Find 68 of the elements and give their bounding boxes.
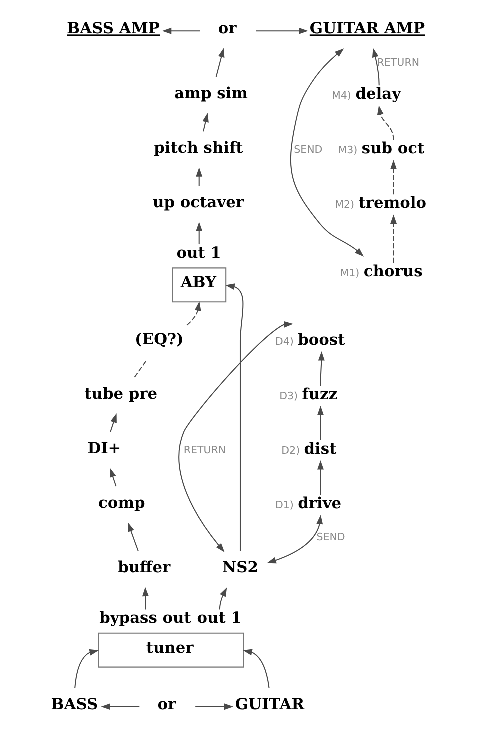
node-label: D2) (281, 444, 300, 457)
arrow (186, 302, 201, 326)
arrow (195, 704, 234, 710)
node-text: sub oct (361, 140, 424, 158)
edge-label: SEND (294, 144, 322, 156)
node-text: or (218, 20, 236, 38)
arrow (110, 468, 116, 487)
node-text: fuzz (302, 385, 338, 404)
arrow (196, 168, 202, 186)
node-box: ABY (172, 268, 226, 303)
node-text: NS2 (222, 558, 258, 577)
arrow (202, 113, 208, 132)
edge-label: RETURN (376, 57, 420, 70)
arrow (218, 588, 227, 610)
node-text: BASS AMP (66, 20, 160, 38)
node-text: BASS (50, 695, 98, 714)
connector (134, 360, 147, 378)
node-text: GUITAR AMP (309, 20, 425, 38)
node-box: tuner (98, 632, 244, 668)
arrow (128, 522, 138, 552)
node-text: drive (298, 494, 342, 512)
node-label: bypass out (99, 609, 191, 628)
arrow (390, 214, 397, 264)
arrow (390, 160, 397, 195)
node-label: out 1 (176, 244, 221, 262)
node-text: pitch shift (154, 138, 243, 157)
arrow (316, 460, 324, 495)
arrow (372, 48, 380, 86)
arrow (142, 587, 148, 610)
node-label: D3) (279, 390, 298, 402)
node-text: boost (298, 330, 345, 349)
arrow (256, 28, 308, 34)
node-text: DI+ (87, 439, 121, 458)
node-label: D4) (274, 336, 294, 348)
node-label: D1) (274, 499, 294, 512)
node-text: or (157, 695, 176, 714)
node-text: tremolo (358, 194, 426, 212)
node-label: M1) (340, 267, 360, 280)
arrow (225, 284, 244, 552)
arrow (316, 406, 324, 440)
arrow (290, 48, 364, 257)
node-text: comp (98, 494, 145, 512)
node-label: M4) (332, 90, 351, 102)
arrow (266, 515, 323, 564)
node-text: tube pre (84, 384, 158, 403)
arrow (215, 48, 224, 78)
arrow (376, 106, 394, 140)
node-text: amp sim (174, 84, 248, 102)
node-text: up octaver (152, 194, 244, 212)
edge-label: RETURN (183, 444, 226, 456)
node-label: M2) (334, 199, 354, 212)
arrow (110, 414, 116, 432)
arrow (242, 649, 270, 688)
arrow (196, 222, 202, 245)
node-text: dist (304, 440, 336, 458)
arrow (318, 352, 324, 386)
node-text: chorus (363, 262, 422, 280)
node-text: buffer (118, 558, 170, 577)
node-text: GUITAR (234, 695, 304, 714)
node-text: (EQ?) (134, 330, 184, 348)
edge-label: SEND (316, 531, 345, 544)
arrow (100, 704, 140, 710)
arrow (162, 28, 200, 34)
node-label: out 1 (196, 609, 242, 628)
arrow (178, 321, 293, 553)
node-label: M3) (338, 144, 358, 156)
node-text: delay (355, 84, 401, 103)
arrow (74, 649, 99, 688)
